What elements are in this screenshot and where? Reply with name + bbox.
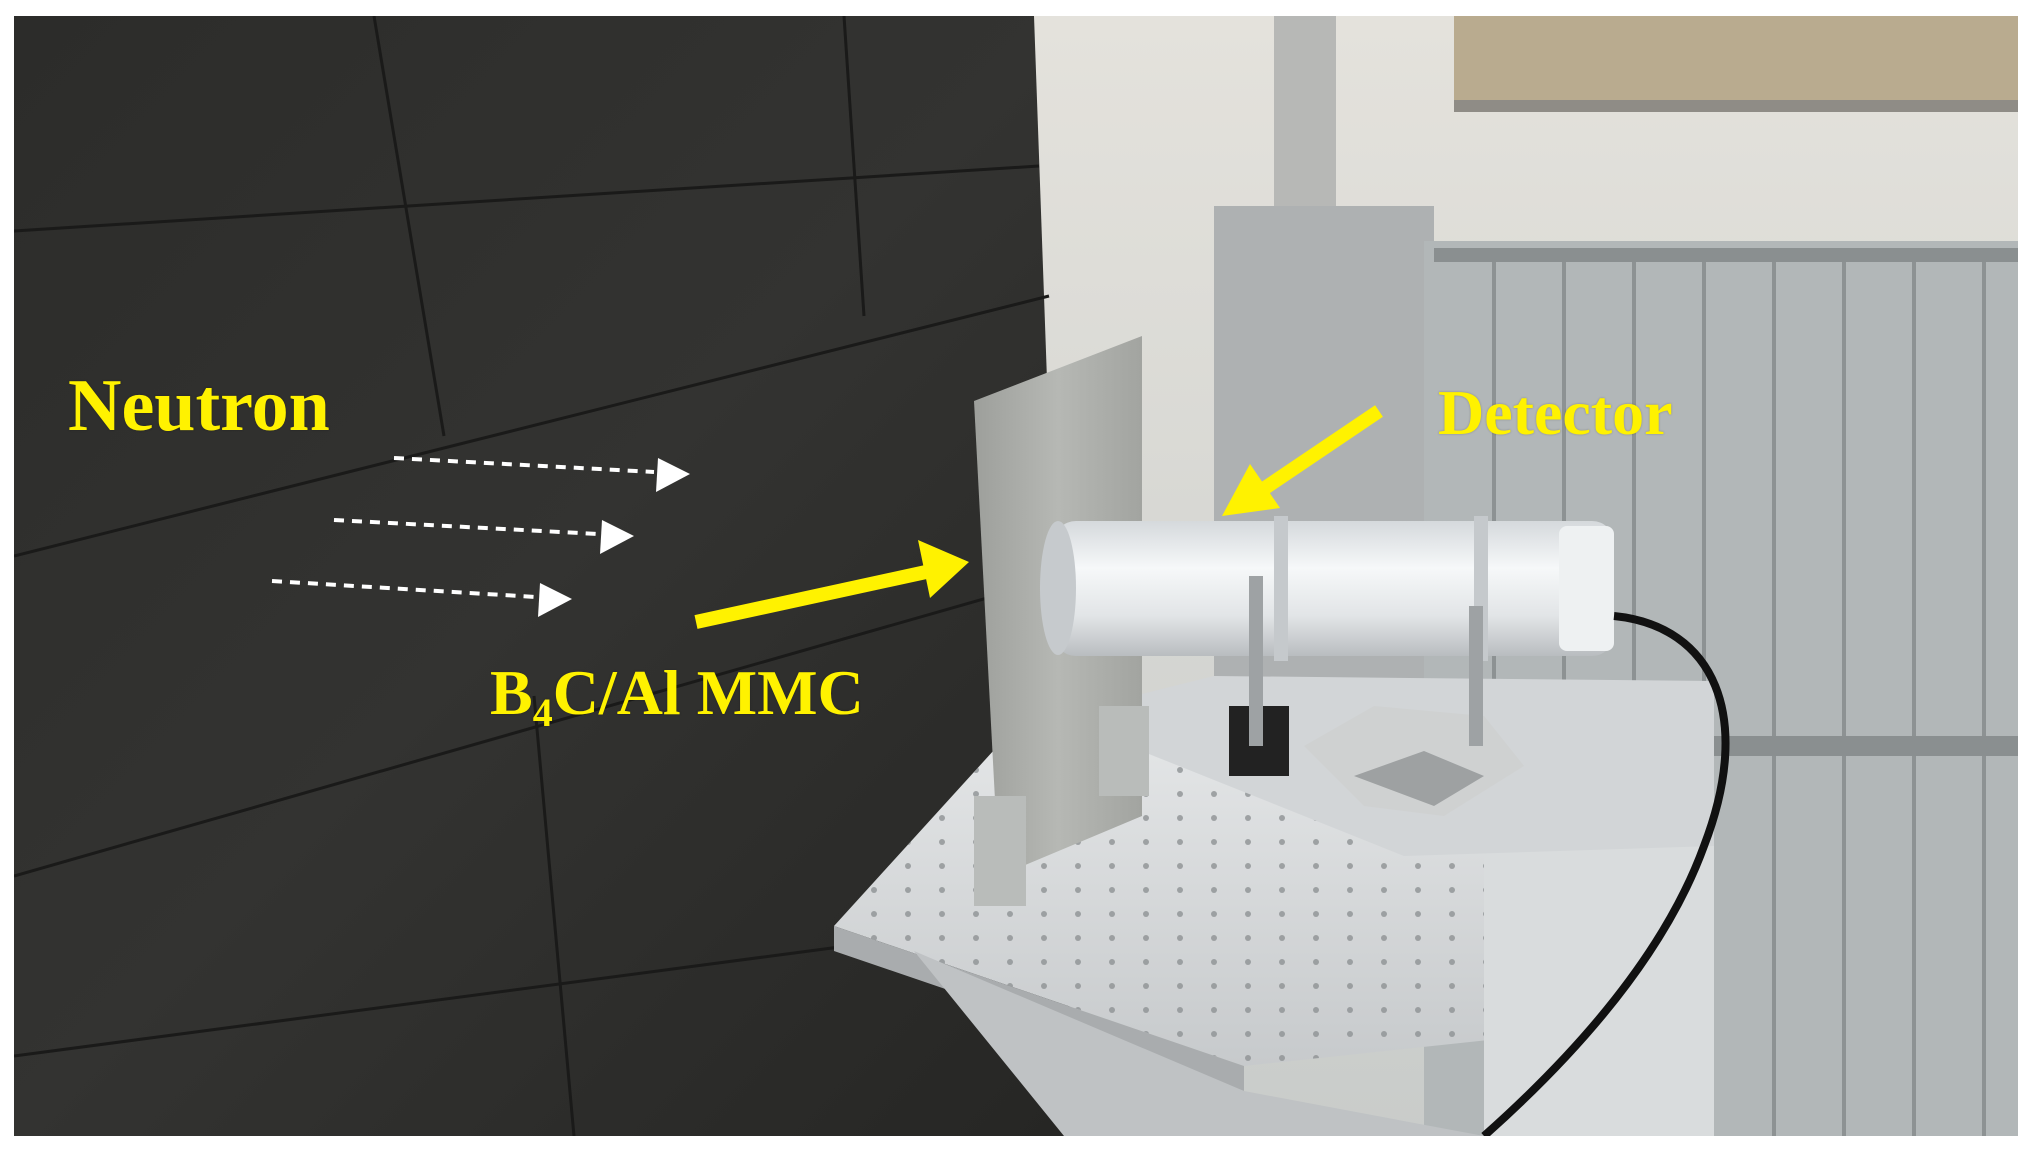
neutron-label: Neutron <box>68 365 330 447</box>
plate-bracket-right <box>1099 706 1149 796</box>
material-subscript: 4 <box>532 690 553 735</box>
detector-tube-face <box>1040 521 1076 655</box>
dashed-arrow-icon <box>393 456 690 492</box>
material-prefix: B <box>490 657 533 728</box>
detector-end-cap <box>1559 526 1614 651</box>
shielding-wall <box>14 16 1074 1136</box>
lab-photo-scene <box>14 16 2018 1136</box>
detector-post-1 <box>1249 576 1263 746</box>
arrow-icon <box>1222 464 1280 516</box>
cabinet-rail-mid <box>1694 736 2018 756</box>
detector-band-1 <box>1274 516 1288 661</box>
aluminum-foil-shadow <box>1354 751 1484 806</box>
material-suffix: C/Al MMC <box>552 657 864 728</box>
photo-frame: Neutron Detector B4C/Al MMC <box>14 16 2018 1136</box>
arrow-icon <box>918 540 969 598</box>
b4c-al-mmc-label: B4C/Al MMC <box>490 656 864 733</box>
cabinet-rail-top <box>1434 248 2018 262</box>
detector-tube <box>1054 521 1614 656</box>
dashed-arrow-icon <box>271 579 572 617</box>
detector-post-2 <box>1469 606 1483 746</box>
dashed-arrow-icon <box>333 518 634 554</box>
neutron-arrows <box>271 456 690 617</box>
ceiling-panel-edge <box>1454 100 2018 112</box>
detector-cable <box>1481 612 1730 1136</box>
ceiling-panel <box>1454 16 2018 106</box>
plate-bracket-left <box>974 796 1026 906</box>
pointer-arrow-detector <box>1222 405 1383 516</box>
pointer-arrow-plate <box>694 540 969 629</box>
detector-label: Detector <box>1438 377 1673 448</box>
lab-table-support <box>914 951 1484 1136</box>
